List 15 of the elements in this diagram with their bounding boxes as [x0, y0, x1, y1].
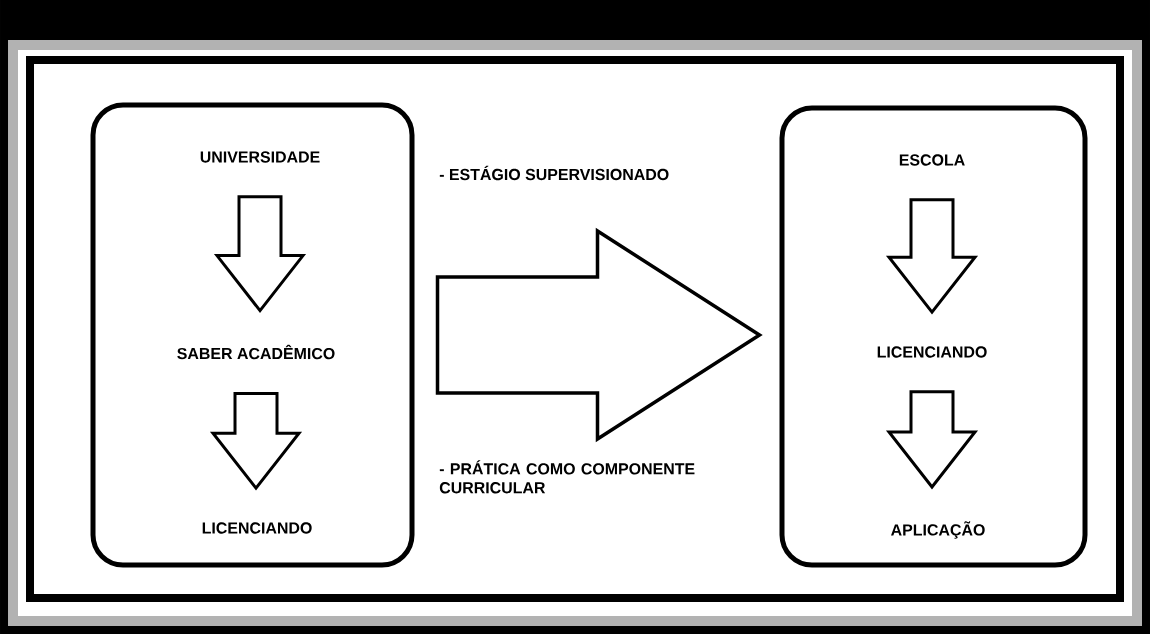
node-label: APLICAÇÃO: [891, 521, 985, 539]
block-arrow: [213, 195, 307, 313]
text-label: - ESTÁGIO SUPERVISIONADO: [439, 165, 669, 181]
block-arrow: [885, 198, 979, 315]
block-arrow: [435, 227, 763, 443]
rounded-box: [779, 105, 1088, 568]
node-label: LICENCIANDO: [877, 346, 987, 358]
text-label: - PRÁTICA COMO COMPONENTE CURRICULAR: [439, 460, 695, 494]
node-label: SABER ACADÊMICO: [177, 344, 335, 360]
node-label: LICENCIANDO: [202, 522, 312, 534]
node-label: ESCOLA: [899, 154, 965, 166]
block-arrow: [885, 390, 979, 490]
rounded-box: [90, 102, 415, 568]
block-arrow: [209, 391, 303, 491]
node-label: UNIVERSIDADE: [200, 151, 320, 163]
